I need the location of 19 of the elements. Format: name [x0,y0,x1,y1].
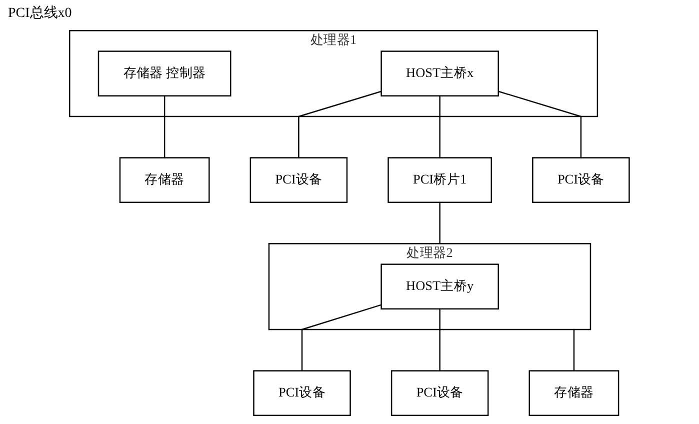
node-box: 存储器 [119,157,210,203]
connector [573,330,575,371]
connector [498,90,582,158]
connector [439,96,441,158]
connector [301,304,382,371]
bus-label: PCI总线x0 [8,4,72,22]
node-box: PCI设备 [391,370,489,416]
node-box: PCI设备 [532,157,630,203]
connector [439,202,441,244]
node-box: HOST主桥x [380,50,500,96]
connector [164,96,166,158]
node-box: PCI桥片1 [388,157,492,203]
node-box: 存储器 [528,370,620,416]
node-box: HOST主桥y [380,264,500,310]
node-box: 存储器 控制器 [98,50,232,96]
connector [439,308,441,371]
connector [298,90,382,158]
node-box: PCI设备 [253,370,351,416]
node-box: PCI设备 [250,157,348,203]
